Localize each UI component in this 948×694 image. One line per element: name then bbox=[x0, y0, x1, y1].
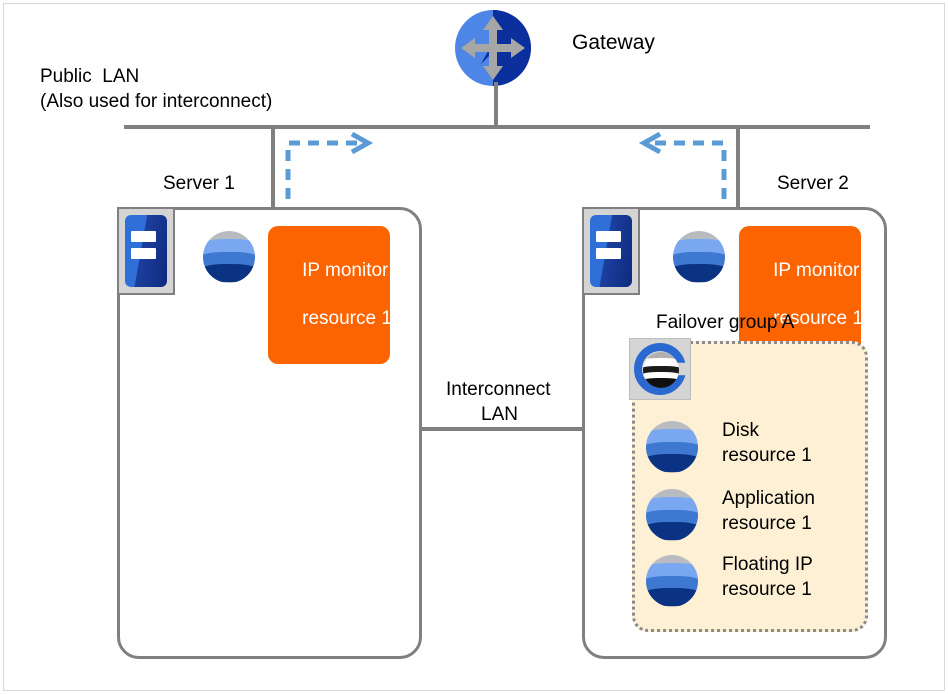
gateway-label: Gateway bbox=[572, 31, 655, 54]
floating-ip-resource-icon bbox=[646, 555, 698, 607]
server1-public-lan-drop bbox=[271, 125, 275, 210]
disk-resource-label-line2: resource 1 bbox=[722, 445, 812, 466]
disk-resource-label-line1: Disk bbox=[722, 420, 759, 441]
server2-label: Server 2 bbox=[777, 173, 849, 194]
gateway-to-server2-arrow bbox=[638, 131, 727, 199]
failover-group-icon bbox=[629, 338, 691, 400]
interconnect-lan-label-line1: Interconnect bbox=[446, 379, 551, 400]
failover-group-label: Failover group A bbox=[656, 312, 795, 333]
floating-ip-resource-label-line2: resource 1 bbox=[722, 579, 812, 600]
server1-ip-monitor-line1: IP monitor bbox=[302, 260, 389, 281]
page-frame bbox=[3, 3, 945, 691]
server1-to-gateway-arrow bbox=[285, 131, 374, 199]
public-lan-label-line1: Public LAN bbox=[40, 66, 140, 87]
server1-machine-icon bbox=[117, 207, 175, 295]
gateway-router-icon bbox=[455, 10, 531, 86]
interconnect-lan-label-line2: LAN bbox=[481, 404, 518, 425]
server1-label: Server 1 bbox=[163, 173, 235, 194]
application-resource-icon bbox=[646, 489, 698, 541]
application-resource-label-line1: Application bbox=[722, 488, 815, 509]
server2-ip-monitor-resource-icon bbox=[673, 231, 725, 283]
server2-ip-monitor-line2: resource 1 bbox=[773, 308, 863, 329]
server2-public-lan-drop bbox=[736, 125, 740, 210]
public-lan-bus-line bbox=[124, 125, 870, 129]
application-resource-label-line2: resource 1 bbox=[722, 513, 812, 534]
gateway-stem-line bbox=[494, 82, 498, 127]
server2-machine-icon bbox=[582, 207, 640, 295]
disk-resource-icon bbox=[646, 421, 698, 473]
server1-ip-monitor-resource-icon bbox=[203, 231, 255, 283]
server1-ip-monitor-line2: resource 1 bbox=[302, 308, 392, 329]
interconnect-lan-line bbox=[420, 427, 585, 431]
public-lan-label-line2: (Also used for interconnect) bbox=[40, 91, 273, 112]
floating-ip-resource-label-line1: Floating IP bbox=[722, 554, 813, 575]
server2-ip-monitor-line1: IP monitor bbox=[773, 260, 860, 281]
server1-ip-monitor-resource-pill[interactable]: IP monitor resource 1 bbox=[268, 226, 392, 364]
